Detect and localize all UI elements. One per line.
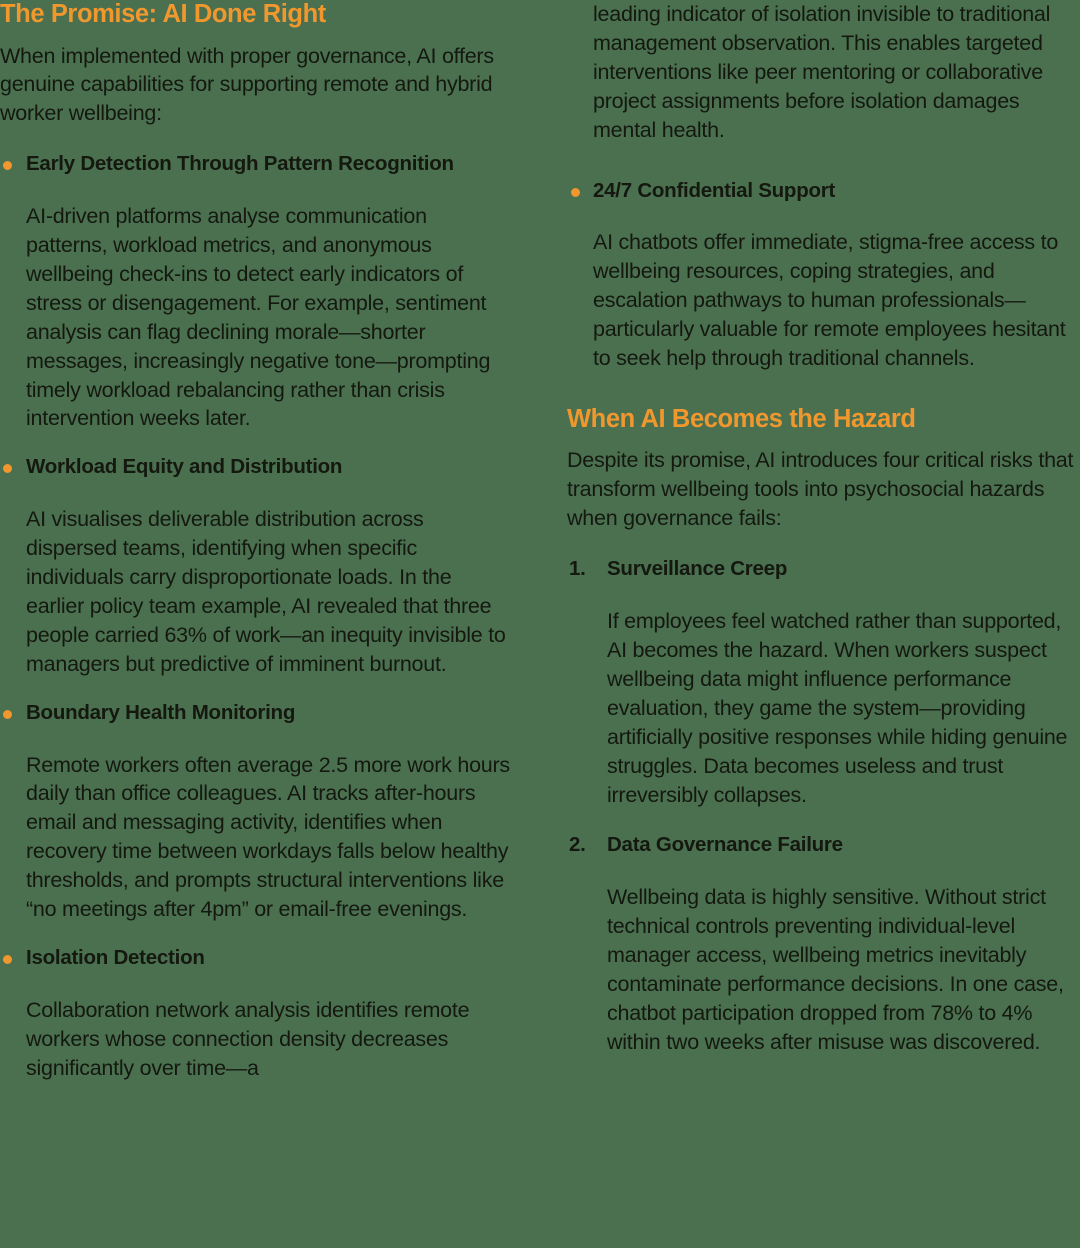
list-item-body: Remote workers often average 2.5 more wo… [26,752,510,922]
list-item-number: 2. [569,833,586,857]
bullet-dot-icon [3,464,12,474]
list-item: 24/7 Confidential Support AI chatbots of… [567,177,1080,373]
left-intro-paragraph: When implemented with proper governance,… [0,43,494,126]
promise-bullet-list: Early Detection Through Pattern Recognit… [0,150,513,1082]
list-item-title: 24/7 Confidential Support [593,178,836,202]
list-item: Workload Equity and Distribution AI visu… [0,453,513,678]
list-item: 1. Surveillance Creep If employees feel … [567,555,1080,809]
list-item-body: If employees feel watched rather than su… [607,609,1068,807]
list-item-title: Workload Equity and Distribution [26,455,343,479]
list-item-number: 1. [569,557,586,581]
list-item: Early Detection Through Pattern Recognit… [0,150,513,433]
list-item-title: Surveillance Creep [607,557,788,581]
bullet-dot-icon [3,709,12,719]
hazard-numbered-list: 1. Surveillance Creep If employees feel … [567,555,1080,1057]
list-item-title: Isolation Detection [26,946,205,970]
column-gutter [513,0,565,1248]
right-continuation-paragraph: leading indicator of isolation invisible… [593,2,1051,142]
list-item-body: AI-driven platforms analyse communicatio… [26,204,491,431]
right-column: leading indicator of isolation invisible… [565,0,1080,1248]
list-item: Boundary Health Monitoring Remote worker… [0,699,513,924]
list-item-title: Boundary Health Monitoring [26,700,296,724]
list-item-body: AI chatbots offer immediate, stigma-free… [593,230,1066,371]
bullet-dot-icon [3,161,12,171]
bullet-dot-icon [571,187,580,197]
right-section-heading: When AI Becomes the Hazard [567,404,916,433]
spacer [567,145,1080,177]
bullet-dot-icon [3,955,12,965]
list-item-body: Wellbeing data is highly sensitive. With… [607,885,1064,1054]
left-section-heading: The Promise: AI Done Right [0,0,326,28]
promise-bullet-list-continued: 24/7 Confidential Support AI chatbots of… [567,177,1080,373]
list-item-title: Data Governance Failure [607,833,843,857]
list-item: Isolation Detection Collaboration networ… [0,944,513,1083]
left-column: The Promise: AI Done Right When implemen… [0,0,513,1248]
spacer [567,373,1080,405]
list-item-body: Collaboration network analysis identifie… [26,997,470,1080]
list-item-body: AI visualises deliverable distribution a… [26,507,506,676]
right-intro-paragraph: Despite its promise, AI introduces four … [567,448,1074,531]
list-item: 2. Data Governance Failure Wellbeing dat… [567,831,1080,1056]
list-item-title: Early Detection Through Pattern Recognit… [26,152,454,176]
